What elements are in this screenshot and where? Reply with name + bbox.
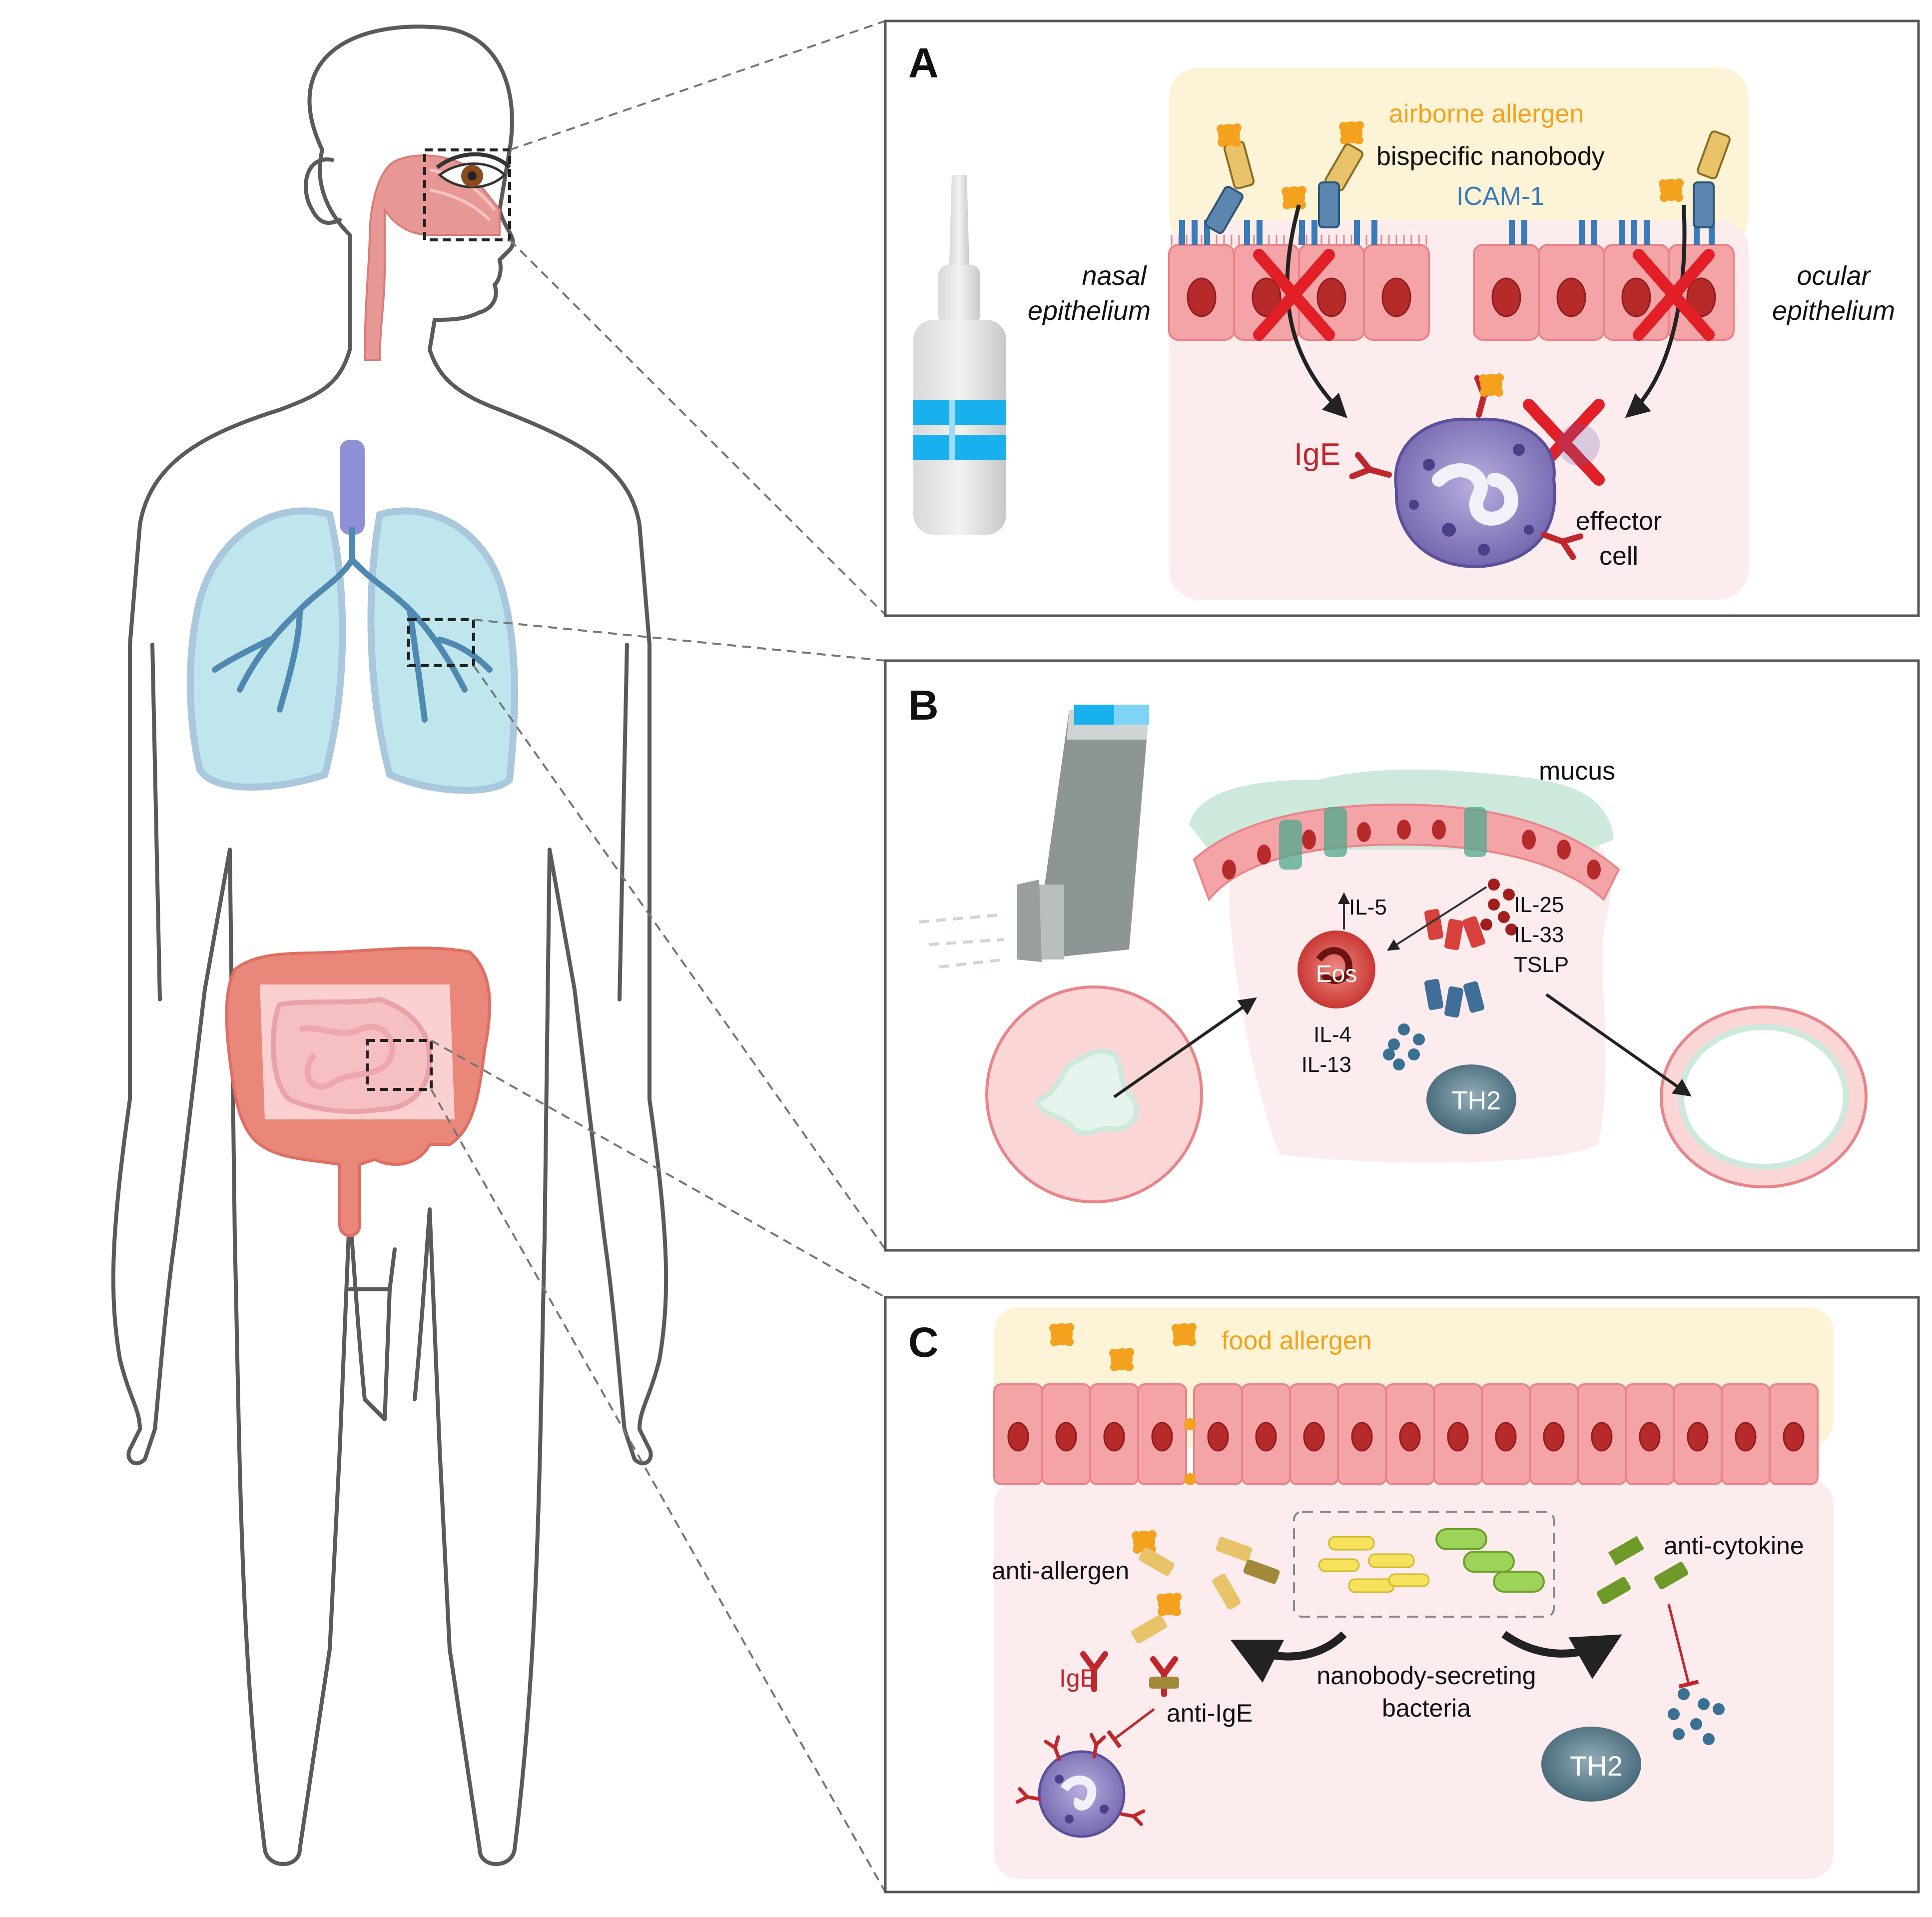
- effector-cell: [1394, 417, 1600, 568]
- icam-receptors: [1179, 220, 1715, 245]
- effector-label-1: effector: [1576, 507, 1662, 536]
- panel-a-letter: A: [908, 39, 939, 86]
- constricted-airway: [985, 985, 1203, 1203]
- food-allergen-label: food allergen: [1222, 1326, 1372, 1355]
- effector-cell-small: [1017, 1735, 1143, 1838]
- nasal-label-1: nasal: [1082, 261, 1147, 291]
- panel-a: A: [884, 19, 1920, 617]
- th2-label-c: TH2: [1570, 1750, 1623, 1782]
- submucosa: [1229, 830, 1611, 1163]
- leaking-allergen-dots: [1184, 1418, 1196, 1485]
- anti-ige-inhibit: [1106, 1708, 1155, 1749]
- th2-label-b: TH2: [1452, 1086, 1501, 1115]
- il4-label: IL-4: [1313, 1022, 1351, 1047]
- th2-cytokines-c: [1668, 1688, 1725, 1745]
- eosinophil: [1297, 931, 1375, 1008]
- left-curved-arrow: [1230, 1631, 1347, 1683]
- icam-label: ICAM-1: [1456, 182, 1544, 211]
- ocular-label-2: epithelium: [1772, 296, 1895, 326]
- ocular-arrow: [1625, 204, 1687, 418]
- ige-label-c: IgE: [1059, 1664, 1097, 1692]
- anti-cytokine-inhibit: [1667, 1604, 1699, 1689]
- bacteria-label-1: nanobody-secreting: [1316, 1662, 1536, 1690]
- alarmin-cytokines: [1480, 879, 1517, 936]
- anti-cytokine-label: anti-cytokine: [1664, 1532, 1804, 1560]
- lungs: [187, 440, 518, 794]
- airway-epithelium: [1193, 803, 1620, 902]
- panel-b: B: [884, 659, 1920, 1252]
- bound-allergen-icon: [1479, 373, 1504, 397]
- anti-allergen-label: anti-allergen: [992, 1557, 1129, 1585]
- ocular-label-1: ocular: [1797, 261, 1871, 291]
- right-airway-arrow: [1545, 993, 1692, 1097]
- il33-label: IL-33: [1514, 923, 1564, 947]
- eos-label: Eos: [1316, 961, 1357, 987]
- inhaler-device: [919, 705, 1149, 968]
- panel-c-letter: C: [908, 1319, 939, 1366]
- nasal-label-2: epithelium: [1028, 296, 1151, 326]
- bispecific-nanobody-label: bispecific nanobody: [1376, 142, 1605, 171]
- panel-c: C: [884, 1296, 1920, 1894]
- green-bacteria: [1435, 1528, 1545, 1593]
- block-cross-icon: [1253, 249, 1715, 486]
- zoom-box-lung: [407, 618, 475, 667]
- gut-epithelium-cells: [993, 1383, 1819, 1485]
- airborne-allergen-label: airborne allergen: [1389, 99, 1584, 128]
- nasal-arrow: [1285, 204, 1347, 418]
- il5-label: IL-5: [1349, 895, 1387, 920]
- alarmin-arrow: [1386, 886, 1487, 951]
- anti-ige-nanobody: [1149, 1677, 1179, 1689]
- effector-label-2: cell: [1599, 542, 1638, 571]
- bacteria-box: [1293, 1511, 1555, 1618]
- zoom-connectors: [430, 20, 886, 1893]
- mucus-label: mucus: [1539, 757, 1615, 786]
- zoom-box-eye: [423, 148, 511, 241]
- anti-cytokine-nanobodies: [1597, 1536, 1688, 1605]
- yellow-bacteria: [1318, 1536, 1430, 1593]
- eye-icon: [436, 152, 511, 188]
- th2-cell-c: [1541, 1727, 1641, 1802]
- left-airway-arrow: [1113, 997, 1257, 1098]
- panel-b-letter: B: [908, 682, 939, 729]
- il25-label: IL-25: [1514, 893, 1564, 917]
- ige-label-a: IgE: [1294, 437, 1340, 472]
- th2-cytokines: [1383, 1023, 1425, 1070]
- th2-cell-b: [1426, 1064, 1516, 1134]
- zoom-box-gut: [366, 1039, 433, 1091]
- intestines: [225, 947, 491, 1237]
- nasal-spray-bottle: [913, 175, 1006, 535]
- human-body-outline: [111, 24, 668, 1866]
- anti-allergen-nanobodies: [1131, 1530, 1280, 1644]
- tslp-label: TSLP: [1514, 953, 1569, 977]
- right-curved-arrow: [1501, 1631, 1622, 1679]
- blue-nanobodies-b: [1424, 978, 1484, 1018]
- il13-label: IL-13: [1301, 1052, 1351, 1077]
- bacteria-label-2: bacteria: [1382, 1694, 1471, 1722]
- open-airway: [1660, 1005, 1868, 1188]
- anti-ige-label: anti-IgE: [1167, 1699, 1253, 1727]
